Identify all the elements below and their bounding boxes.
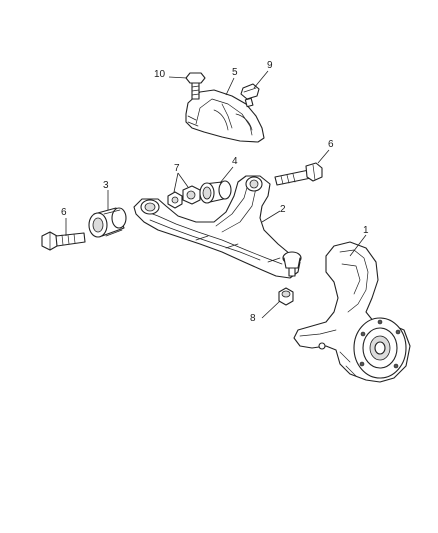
- callout-2: 2: [280, 204, 286, 215]
- part-8-nut: [278, 287, 294, 306]
- callout-1: 1: [363, 225, 369, 236]
- part-5-bracket: [185, 89, 265, 143]
- part-4-bushing: [199, 180, 232, 204]
- part-3-bushing: [88, 207, 127, 238]
- part-2-control-arm: [133, 175, 301, 279]
- part-7-nut-a: [167, 191, 183, 209]
- callout-4: 4: [232, 156, 238, 167]
- callout-10: 10: [154, 69, 166, 80]
- ball-joint-stud: [282, 251, 302, 277]
- callout-9: 9: [267, 60, 273, 71]
- leader-lines: [65, 70, 367, 319]
- part-6-bolt-right: [274, 162, 323, 186]
- callout-3: 3: [103, 180, 109, 191]
- callout-5: 5: [232, 67, 238, 78]
- callout-8: 8: [250, 313, 256, 324]
- part-6-bolt-left: [41, 231, 86, 251]
- callout-6-right: 6: [328, 139, 334, 150]
- part-10-bolt: [185, 72, 206, 100]
- callout-7: 7: [174, 163, 180, 174]
- callout-6-left: 6: [61, 207, 67, 218]
- part-7-nut-b: [182, 185, 201, 205]
- part-1-steering-knuckle: [293, 241, 411, 383]
